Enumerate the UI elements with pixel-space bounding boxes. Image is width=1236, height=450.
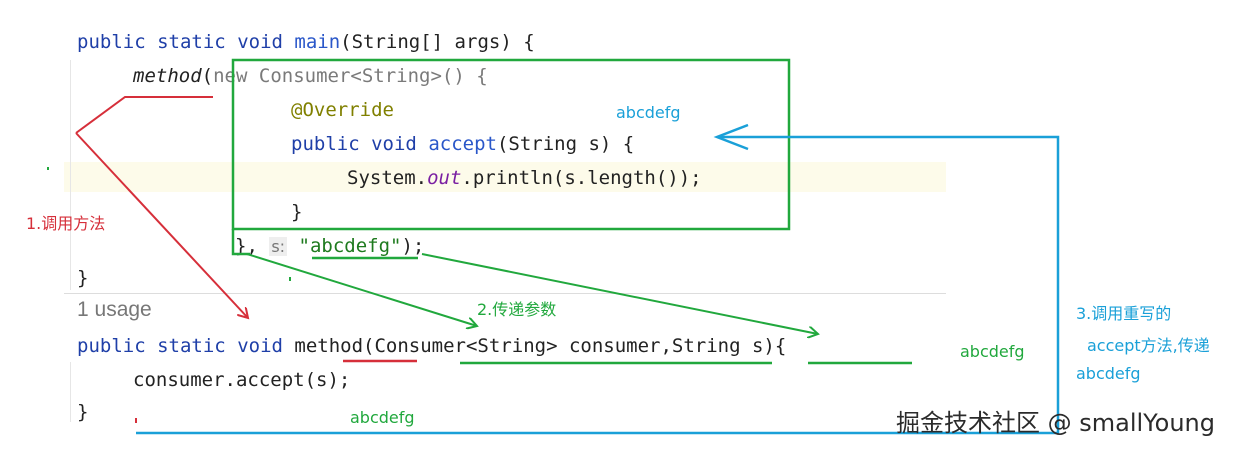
code-line-main: public static void main(String[] args) {	[77, 31, 535, 53]
code-line-println: System.out.println(s.length());	[347, 167, 702, 189]
step2-label: 2.传递参数	[477, 300, 557, 319]
watermark: 掘金技术社区 @ smallYoung	[896, 409, 1215, 437]
usage-hint[interactable]: 1 usage	[77, 298, 152, 321]
red-arrow	[75, 132, 248, 318]
step3-label-line3: abcdefg	[1076, 364, 1141, 383]
current-line-highlight	[64, 162, 946, 192]
code-line-method-close: }	[77, 401, 89, 423]
code-line-args: }, s: "abcdefg");	[235, 235, 425, 257]
indent-guide	[70, 362, 71, 422]
code-line-method-call: method(new Consumer<String>() {	[133, 65, 488, 87]
value-label-right: abcdefg	[960, 342, 1025, 361]
code-line-main-close: }	[77, 267, 89, 289]
value-label-top: abcdefg	[616, 103, 681, 122]
param-hint: s:	[269, 237, 288, 256]
value-label-bottom: abcdefg	[350, 408, 415, 427]
args-bracket	[231, 229, 250, 256]
step3-label-line2: accept方法,传递	[1087, 336, 1210, 355]
code-line-accept: public void accept(String s) {	[291, 133, 635, 155]
red-bracket	[75, 96, 213, 134]
blue-path	[136, 135, 1060, 435]
code-line-override: @Override	[291, 99, 394, 121]
green-arrow-string	[421, 253, 818, 334]
indent-guide	[70, 60, 71, 290]
green-arrow-consumer	[246, 253, 477, 326]
step1-label: 1.调用方法	[26, 214, 106, 233]
step3-label-line1: 3.调用重写的	[1076, 304, 1172, 323]
blue-arrowhead	[713, 123, 749, 151]
usage-separator	[64, 293, 946, 294]
code-line-consumer-accept: consumer.accept(s);	[133, 369, 351, 391]
code-line-method-decl: public static void method(Consumer<Strin…	[77, 335, 787, 357]
anonymous-class-box	[231, 58, 791, 231]
code-line-inner-brace: }	[291, 201, 303, 223]
